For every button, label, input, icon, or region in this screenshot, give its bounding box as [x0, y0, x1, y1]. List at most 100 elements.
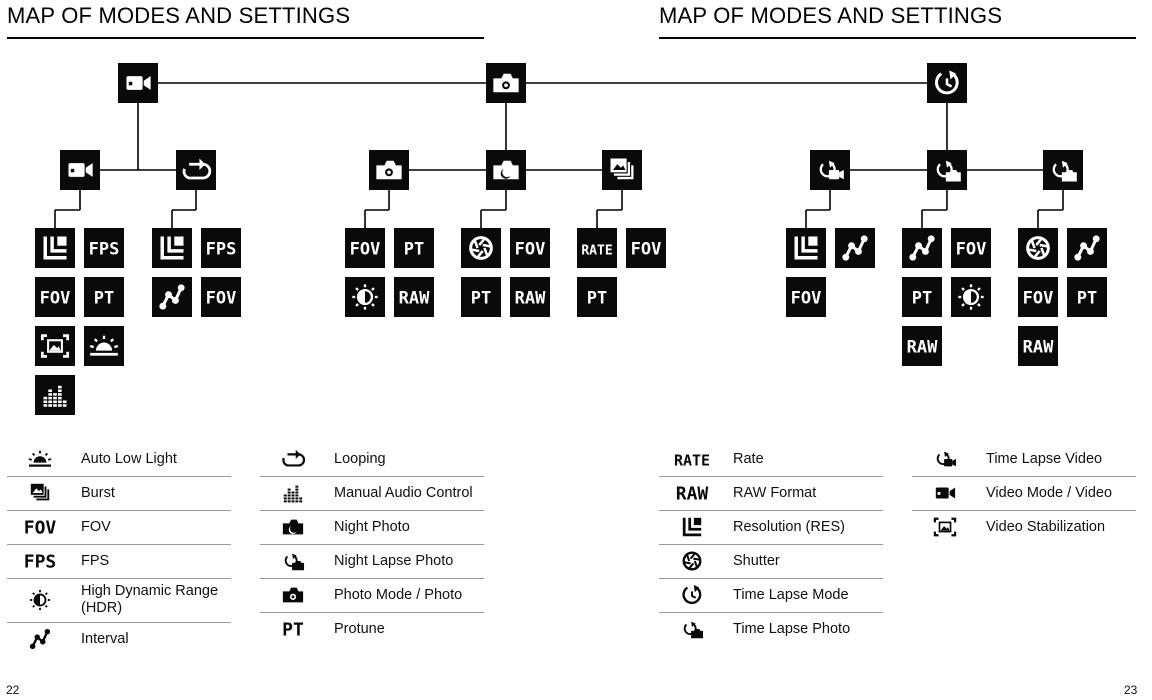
legend-label: Time Lapse Mode [733, 586, 849, 603]
video-icon [118, 63, 158, 103]
night-photo-icon [260, 510, 326, 544]
svg-text:RATE: RATE [674, 452, 710, 470]
legend-row: Night Lapse Photo [260, 544, 484, 579]
pt-text-icon: PT [1067, 277, 1107, 317]
pt-text-icon: PT [394, 228, 434, 268]
page-number-right: 23 [1124, 683, 1138, 697]
svg-text:FOV: FOV [791, 289, 822, 309]
stabilization-icon [35, 326, 75, 366]
raw-text-icon: RAW [902, 326, 942, 366]
timelapse-icon [927, 63, 967, 103]
svg-text:FOV: FOV [24, 518, 57, 539]
svg-text:RAW: RAW [907, 338, 938, 358]
resolution-icon [786, 228, 826, 268]
photo-icon [260, 578, 326, 612]
legend-row: Photo Mode / Photo [260, 578, 484, 613]
rate-text-icon: RATE [577, 228, 617, 268]
pt-text-icon: PT [902, 277, 942, 317]
legend-row: RAW RAW Format [659, 476, 883, 511]
resolution-icon [152, 228, 192, 268]
legend-row: Night Photo [260, 510, 484, 545]
pt-text-icon: PT [84, 277, 124, 317]
resolution-icon [35, 228, 75, 268]
legend-label: Manual Audio Control [334, 484, 473, 501]
hdr-icon [7, 578, 73, 622]
legend-label: Burst [81, 484, 115, 501]
pt-text-icon: PT [577, 277, 617, 317]
legend-label: Looping [334, 450, 386, 467]
interval-icon [835, 228, 875, 268]
legend-label: RAW Format [733, 484, 817, 501]
title-rule-right [659, 37, 1136, 39]
night-lapse-icon [1043, 150, 1083, 190]
hdr-icon [951, 277, 991, 317]
hdr-icon [345, 277, 385, 317]
timelapse-icon [659, 578, 725, 612]
legend-row: Burst [7, 476, 231, 511]
title-rule-left [7, 37, 484, 39]
svg-text:PT: PT [94, 289, 114, 309]
video-icon [60, 150, 100, 190]
lowlight-icon [84, 326, 124, 366]
audio-icon [35, 375, 75, 415]
svg-text:PT: PT [471, 289, 491, 309]
svg-text:FOV: FOV [956, 240, 987, 260]
legend-label: Video Stabilization [986, 518, 1106, 535]
svg-text:FOV: FOV [1023, 289, 1054, 309]
legend-label: Video Mode / Video [986, 484, 1113, 501]
tl-video-icon [810, 150, 850, 190]
legend-label: Night Photo [334, 518, 410, 535]
legend-row: Looping [260, 442, 484, 477]
raw-text-icon: RAW [659, 476, 725, 510]
looping-icon [176, 150, 216, 190]
resolution-icon [659, 510, 725, 544]
tl-photo-icon [659, 612, 725, 646]
fov-text-icon: FOV [510, 228, 550, 268]
lowlight-icon [7, 442, 73, 476]
legend-label: FPS [81, 552, 110, 569]
legend-row: High Dynamic Range (HDR) [7, 578, 231, 623]
fps-text-icon: FPS [84, 228, 124, 268]
svg-text:RATE: RATE [581, 244, 612, 259]
pt-text-icon: PT [260, 612, 326, 646]
legend-label: High Dynamic Range (HDR) [81, 583, 219, 616]
photo-icon [369, 150, 409, 190]
looping-icon [260, 442, 326, 476]
video-icon [912, 476, 978, 510]
legend-row: Video Stabilization [912, 510, 1136, 544]
tl-photo-icon [927, 150, 967, 190]
fov-text-icon: FOV [345, 228, 385, 268]
pt-text-icon: PT [461, 277, 501, 317]
legend-label: Auto Low Light [81, 450, 177, 467]
interval-icon [1067, 228, 1107, 268]
svg-text:FOV: FOV [206, 289, 237, 309]
svg-text:RAW: RAW [676, 484, 709, 505]
legend-row: Time Lapse Video [912, 442, 1136, 477]
svg-text:FOV: FOV [40, 289, 71, 309]
legend-label: Photo Mode / Photo [334, 586, 463, 603]
fov-text-icon: FOV [951, 228, 991, 268]
audio-icon [260, 476, 326, 510]
raw-text-icon: RAW [510, 277, 550, 317]
svg-text:PT: PT [912, 289, 932, 309]
legend-label: Time Lapse Video [986, 450, 1103, 467]
legend-row: Interval [7, 622, 231, 656]
legend-label: Shutter [733, 552, 780, 569]
tl-video-icon [912, 442, 978, 476]
legend-label: Protune [334, 620, 385, 637]
legend-row: Time Lapse Photo [659, 612, 883, 646]
fov-text-icon: FOV [7, 510, 73, 544]
fov-text-icon: FOV [626, 228, 666, 268]
svg-text:PT: PT [404, 240, 424, 260]
legend-label: Interval [81, 630, 129, 647]
raw-text-icon: RAW [394, 277, 434, 317]
raw-text-icon: RAW [1018, 326, 1058, 366]
svg-text:FPS: FPS [24, 552, 57, 573]
svg-text:RAW: RAW [515, 289, 546, 309]
legend-label: Night Lapse Photo [334, 552, 454, 569]
legend-row: FPS FPS [7, 544, 231, 579]
legend-row: Time Lapse Mode [659, 578, 883, 613]
